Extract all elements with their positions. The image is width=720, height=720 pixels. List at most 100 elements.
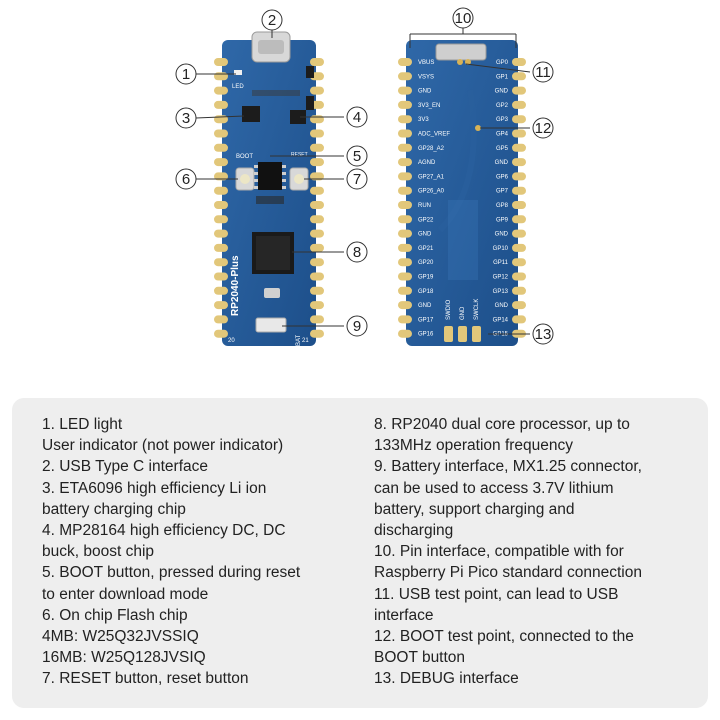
front-pad-right <box>310 186 324 195</box>
back-pad-right <box>512 158 526 167</box>
front-pad-right <box>310 258 324 267</box>
legend-line: 4. MP28164 high efficiency DC, DC <box>42 522 286 540</box>
usb-c-back <box>435 43 487 61</box>
back-pin-label-left: GP27_A1 <box>418 174 445 180</box>
back-pin-label-left: 3V3_EN <box>418 103 440 109</box>
callout-circle <box>175 63 197 85</box>
back-pad-right <box>512 186 526 195</box>
board-name-silk: RP2040-Plus <box>230 255 241 316</box>
callout-number: 3 <box>182 110 190 127</box>
back-pad-right <box>512 100 526 109</box>
callout-number: 5 <box>353 148 361 165</box>
callout-circle <box>346 145 368 167</box>
legend-line: buck, boost chip <box>42 543 155 561</box>
crystal <box>264 288 280 298</box>
back-pin-label-left: 3V3 <box>418 117 429 123</box>
back-pin-label-left: GND <box>418 89 432 95</box>
back-pad-left <box>398 243 412 252</box>
callout-number: 6 <box>182 171 190 188</box>
pin-end-silk: 21 <box>302 338 309 344</box>
passive-row <box>252 90 300 96</box>
board-diagram: LED BOOT RESET RP2040-Plus BAT <box>175 7 554 346</box>
back-pin-label-left: AGND <box>418 160 436 166</box>
callout-circle <box>346 315 368 337</box>
legend-line: 7. RESET button, reset button <box>42 670 249 688</box>
front-pad-right <box>310 315 324 324</box>
boot-test-point <box>475 125 481 131</box>
front-pad-right <box>310 129 324 138</box>
front-pad-left <box>214 301 228 310</box>
front-pad-left <box>214 100 228 109</box>
legend-line: 9. Battery interface, MX1.25 connector, <box>374 458 642 476</box>
legend-line: Raspberry Pi Pico standard connection <box>374 564 642 582</box>
back-pad-right <box>512 272 526 281</box>
back-castellated-pads <box>398 58 526 338</box>
back-pin-label-right: GP8 <box>496 203 509 209</box>
back-pad-right <box>512 86 526 95</box>
legend-line: 12. BOOT test point, connected to the <box>374 628 634 646</box>
legend-line: to enter download mode <box>42 585 209 603</box>
debug-pad <box>472 326 481 342</box>
led-silk-label: LED <box>232 84 244 90</box>
back-pin-label-right: GP9 <box>496 217 509 223</box>
front-pad-right <box>310 229 324 238</box>
back-pin-label-right: GP13 <box>493 289 509 295</box>
legend-line: 16MB: W25Q128JVSIQ <box>42 649 206 667</box>
front-pad-left <box>214 186 228 195</box>
rp2040-chip-top <box>256 236 290 270</box>
back-pin-label-left: GP17 <box>418 317 434 323</box>
callout-circle <box>532 61 554 83</box>
back-pin-label-left: RUN <box>418 203 431 209</box>
back-pin-label-right: GND <box>495 232 509 238</box>
reset-silk-label: RESET <box>291 152 308 158</box>
front-pad-right <box>310 286 324 295</box>
front-pad-right <box>310 86 324 95</box>
back-pad-right <box>512 72 526 81</box>
back-pad-left <box>398 272 412 281</box>
back-pin-label-right: GP3 <box>496 117 509 123</box>
front-pad-left <box>214 286 228 295</box>
mp28164-chip <box>290 110 306 124</box>
front-pad-left <box>214 86 228 95</box>
debug-pin-label: SWDIO <box>446 299 452 320</box>
front-pad-right <box>310 143 324 152</box>
back-pad-left <box>398 215 412 224</box>
boot-button-cap <box>240 174 250 184</box>
back-pin-label-right: GND <box>495 303 509 309</box>
back-pad-left <box>398 286 412 295</box>
legend-line: 13. DEBUG interface <box>374 670 519 688</box>
front-pad-right <box>310 272 324 281</box>
front-pad-right <box>310 58 324 66</box>
debug-pin-label: GND <box>460 306 466 320</box>
front-pad-right <box>310 172 324 181</box>
back-pad-left <box>398 100 412 109</box>
front-pad-left <box>214 272 228 281</box>
front-pad-right <box>310 301 324 310</box>
back-pin-label-left: GP16 <box>418 332 434 338</box>
back-pin-label-right: GP6 <box>496 174 509 180</box>
front-pad-right <box>310 243 324 252</box>
front-pad-left <box>214 315 228 324</box>
pin-start-silk: 20 <box>228 338 235 344</box>
back-pin-label-left: GP20 <box>418 260 434 266</box>
back-pad-left <box>398 115 412 124</box>
back-pad-left <box>398 315 412 324</box>
back-pin-label-right: GP0 <box>496 60 509 66</box>
back-pad-right <box>512 229 526 238</box>
back-pin-label-left: GP22 <box>418 217 434 223</box>
callout-circle <box>532 323 554 345</box>
legend-line: battery, support charging and <box>374 500 575 518</box>
front-pad-left <box>214 201 228 209</box>
back-pad-right <box>512 215 526 224</box>
legend-line: 133MHz operation frequency <box>374 437 574 455</box>
back-pin-label-right: GP2 <box>496 103 509 109</box>
back-pad-left <box>398 72 412 81</box>
back-pad-right <box>512 286 526 295</box>
debug-pad <box>458 326 467 342</box>
back-pad-left <box>398 301 412 310</box>
front-pad-left <box>214 215 228 224</box>
